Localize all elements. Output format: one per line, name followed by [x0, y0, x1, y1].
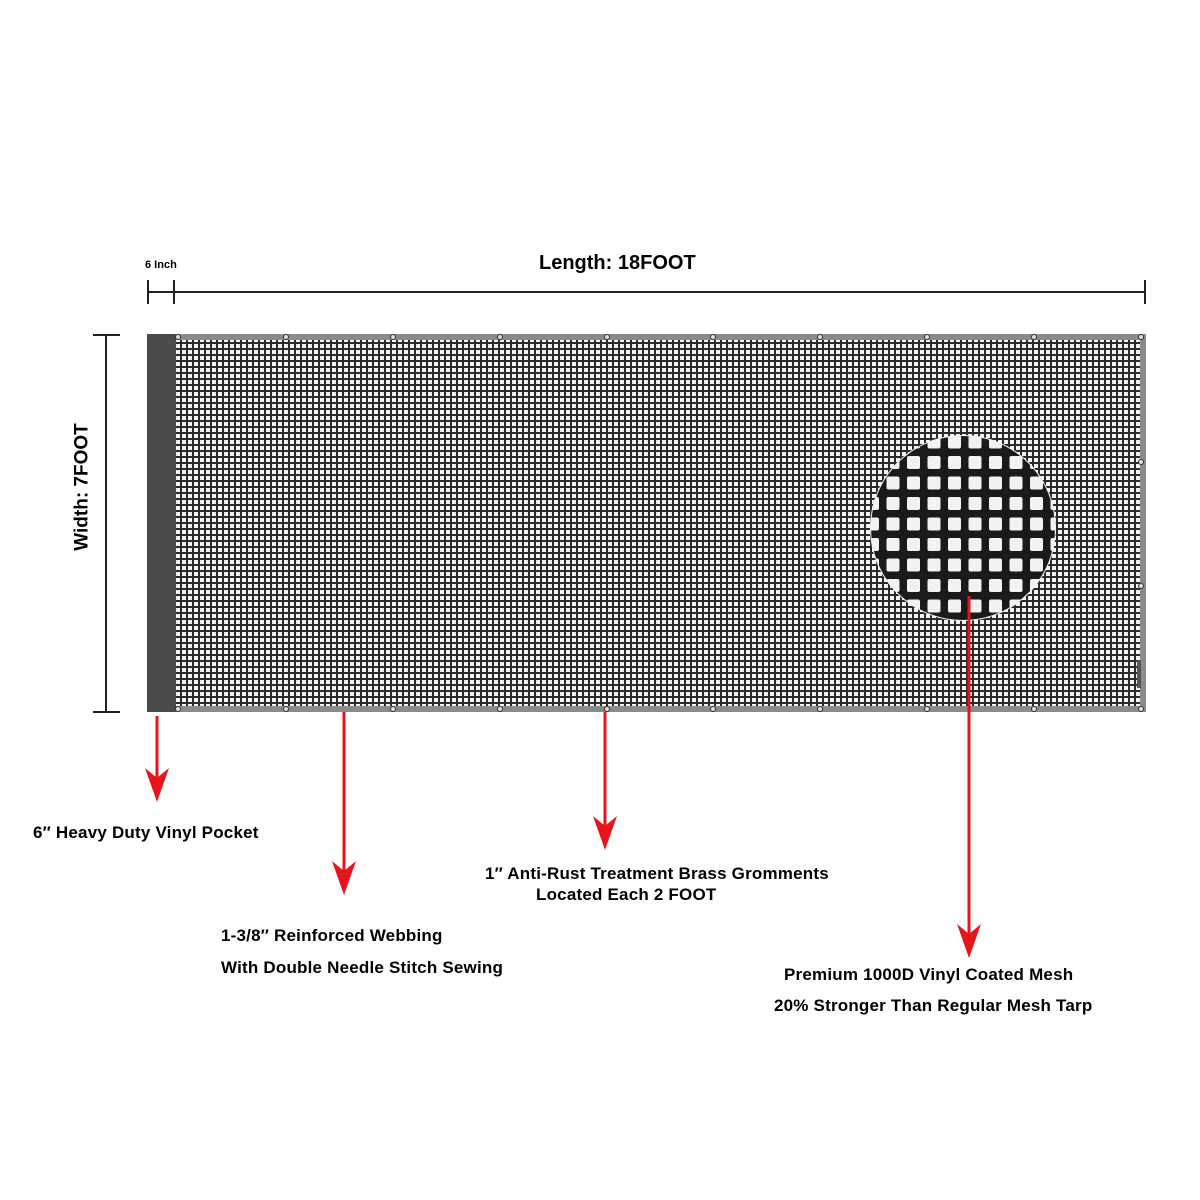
grommet-icon	[283, 334, 289, 340]
down-arrow-icon	[332, 712, 356, 895]
grommet-icon	[390, 334, 396, 340]
length-dimension-line	[174, 280, 1146, 304]
grommet-icon	[924, 706, 930, 712]
grommet-icon	[1031, 706, 1037, 712]
grommet-group	[175, 334, 1144, 712]
vinyl-pocket	[147, 334, 176, 712]
down-arrow-icon	[957, 596, 981, 958]
grommet-icon	[1138, 334, 1144, 340]
tag-strip	[1137, 660, 1141, 688]
grommet-icon	[817, 706, 823, 712]
mesh-zoom-circle	[870, 435, 1056, 621]
grommet-icon	[497, 334, 503, 340]
grommet-icon	[497, 706, 503, 712]
grommet-icon	[175, 334, 181, 340]
grommet-icon	[1138, 583, 1144, 589]
grommet-icon	[710, 334, 716, 340]
pocket-width-label: 6 Inch	[145, 259, 177, 271]
grommet-icon	[604, 334, 610, 340]
pocket-callout: 6″ Heavy Duty Vinyl Pocket	[33, 823, 259, 842]
width-label: Width: 7FOOT	[71, 423, 93, 551]
grommet-icon	[710, 706, 716, 712]
grommets-callout-line1: 1″ Anti-Rust Treatment Brass Gromments	[485, 864, 829, 883]
grommet-icon	[1138, 459, 1144, 465]
grommet-icon	[175, 706, 181, 712]
grommets-callout-line2: Located Each 2 FOOT	[536, 885, 717, 904]
grommet-icon	[283, 706, 289, 712]
grommet-icon	[390, 706, 396, 712]
webbing-callout-line1: 1-3/8″ Reinforced Webbing	[221, 926, 443, 945]
pocket-dimension-line	[147, 280, 175, 304]
arrow-group	[145, 596, 981, 958]
grommet-icon	[1031, 334, 1037, 340]
grommet-icon	[924, 334, 930, 340]
grommet-icon	[1138, 706, 1144, 712]
grommet-icon	[817, 334, 823, 340]
webbing-callout-line2: With Double Needle Stitch Sewing	[221, 958, 504, 977]
down-arrow-icon	[593, 712, 617, 850]
mesh-callout-line2: 20% Stronger Than Regular Mesh Tarp	[774, 996, 1093, 1015]
length-label: Length: 18FOOT	[539, 252, 696, 274]
down-arrow-icon	[145, 716, 169, 802]
grommet-icon	[604, 706, 610, 712]
width-dimension-line	[93, 334, 120, 713]
mesh-callout-line1: Premium 1000D Vinyl Coated Mesh	[784, 965, 1074, 984]
